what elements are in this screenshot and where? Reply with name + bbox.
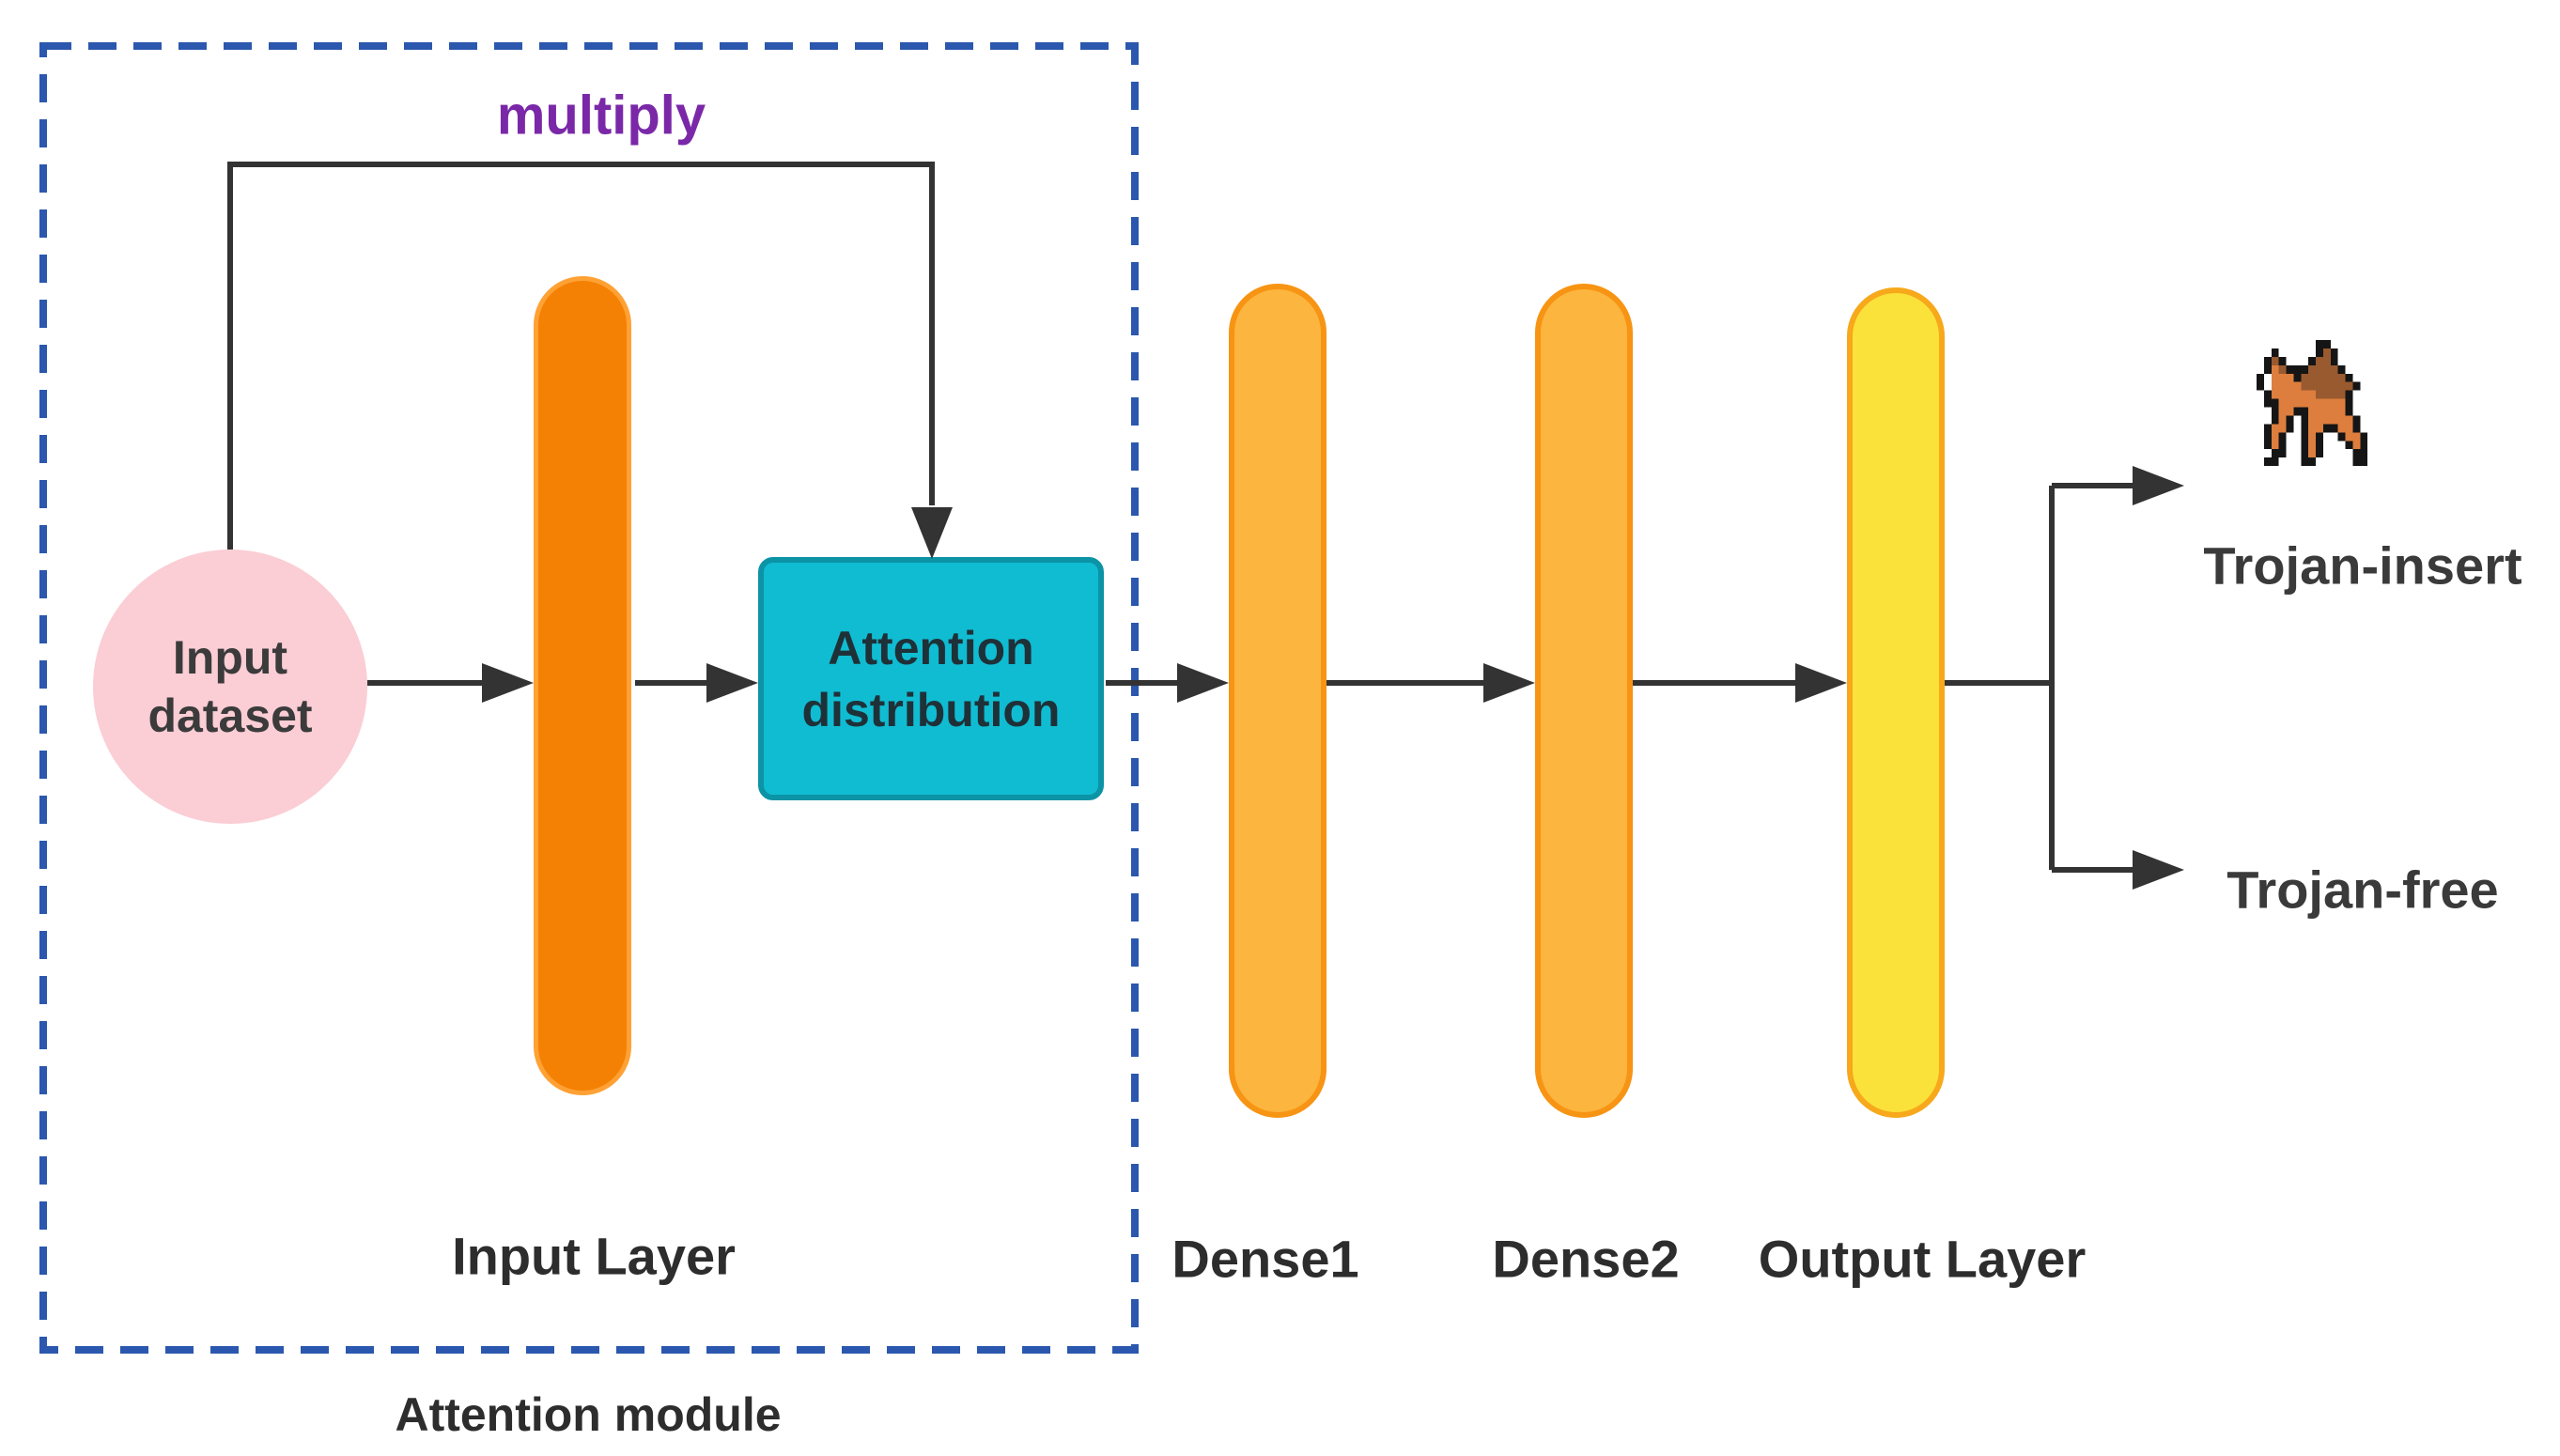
input-layer-bar bbox=[534, 276, 631, 1095]
output-layer-label: Output Layer bbox=[1758, 1229, 2087, 1289]
arrowhead-into-attention-top-icon bbox=[911, 507, 953, 559]
arrowhead-into-output-icon bbox=[1795, 663, 1847, 703]
arrowhead-into-dense2-icon bbox=[1483, 663, 1535, 703]
input-dataset-node: Input dataset bbox=[93, 550, 367, 824]
attention-module-label: Attention module bbox=[395, 1388, 782, 1441]
input-dataset-label-line1: Input bbox=[172, 631, 288, 684]
trojan-free-label: Trojan-free bbox=[2226, 860, 2499, 920]
attention-distribution-node: Attention distribution bbox=[758, 557, 1104, 800]
input-dataset-label-line2: dataset bbox=[147, 689, 313, 742]
arrowhead-trojan-insert-icon bbox=[2133, 466, 2184, 505]
attention-distribution-label-line2: distribution bbox=[801, 683, 1061, 736]
dense2-bar bbox=[1535, 284, 1633, 1118]
dense1-bar bbox=[1229, 284, 1327, 1118]
arrowhead-trojan-free-icon bbox=[2133, 850, 2184, 890]
output-layer-bar bbox=[1847, 287, 1945, 1118]
arrowhead-into-attention-icon bbox=[706, 663, 758, 703]
multiply-label: multiply bbox=[496, 85, 706, 147]
arrowhead-into-dense1-icon bbox=[1177, 663, 1229, 703]
trojan-insert-label: Trojan-insert bbox=[2203, 535, 2522, 596]
input-layer-label: Input Layer bbox=[452, 1226, 736, 1286]
arrowhead-into-input-bar-icon bbox=[482, 663, 534, 703]
horse-icon bbox=[2257, 340, 2375, 474]
dense1-label: Dense1 bbox=[1171, 1229, 1359, 1289]
attention-distribution-label-line1: Attention bbox=[828, 621, 1034, 674]
dense2-label: Dense2 bbox=[1492, 1229, 1680, 1289]
